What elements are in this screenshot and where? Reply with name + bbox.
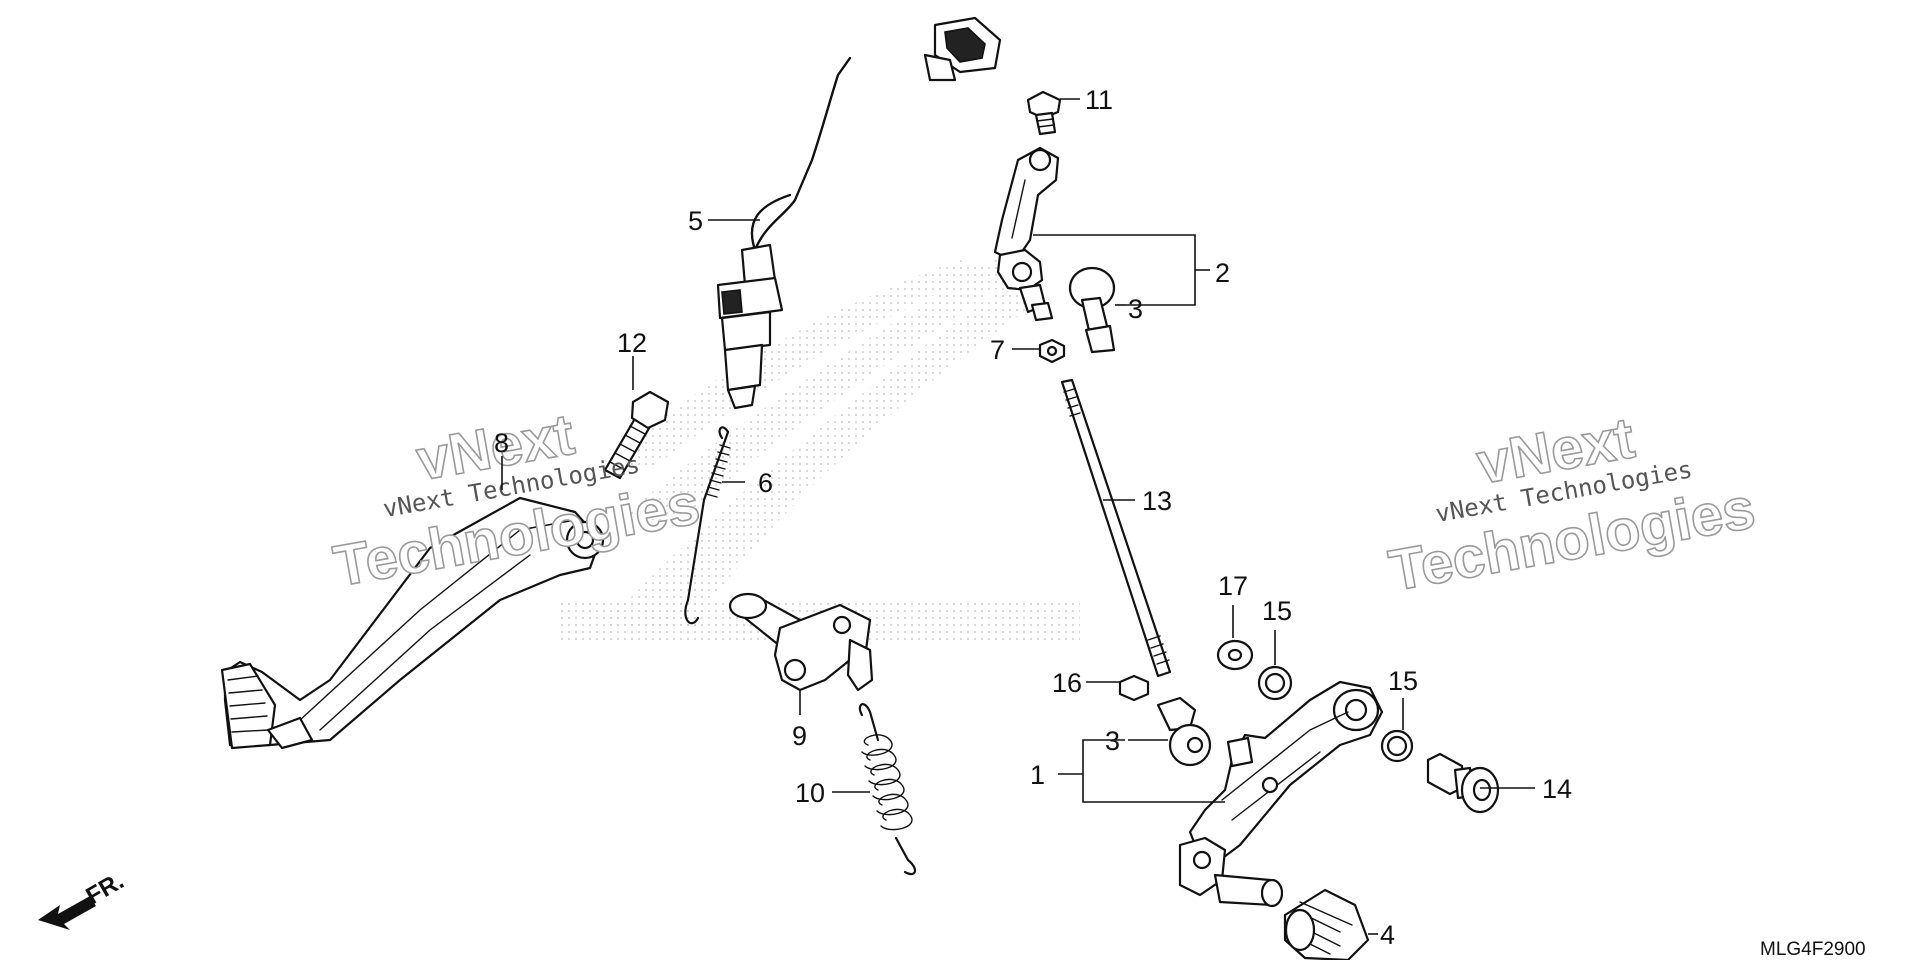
gearshift-pedal-part-1[interactable] [1178,680,1384,908]
part-label-13: 13 [1142,486,1172,516]
part-label-5: 5 [688,206,703,236]
o-ring-part-15-right[interactable] [1380,729,1414,763]
o-ring-part-15-top[interactable] [1257,665,1293,701]
part-label-9: 9 [792,721,807,751]
washer-part-17[interactable] [1216,639,1254,671]
front-direction-arrow: FR. [38,867,128,930]
part-label-12: 12 [617,328,647,358]
part-label-8: 8 [494,428,509,458]
part-label-7: 7 [990,335,1005,365]
part-label-6: 6 [758,468,773,498]
ball-joint-part-3-top[interactable] [1068,266,1116,354]
part-label-14: 14 [1542,774,1572,804]
nut-part-7[interactable] [1038,338,1066,364]
pivot-arm-part-9[interactable] [728,592,874,692]
part-label-15-right: 15 [1388,666,1418,696]
nut-part-16[interactable] [1118,674,1150,702]
part-label-15-top: 15 [1262,596,1292,626]
bolt-part-11[interactable] [1026,90,1062,136]
peg-rubber-part-4[interactable] [1283,888,1370,960]
part-label-17: 17 [1218,571,1248,601]
diagram-code: MLG4F2900 [1760,939,1866,960]
part-label-3-bottom: 3 [1105,726,1120,756]
part-label-10: 10 [795,778,825,808]
brake-pedal-part-8[interactable] [220,496,605,750]
bolt-part-12[interactable] [603,390,670,480]
leader-lines [501,98,1535,935]
watermark-right: vNext vNext Technologies Technologies [1384,404,1761,604]
part-label-11: 11 [1085,85,1113,115]
ball-joint-part-3-bottom[interactable] [1156,696,1212,767]
part-labels: 1 2 3 3 4 5 6 7 8 9 10 11 12 13 14 15 15… [494,85,1572,950]
shift-arm-part-2[interactable] [993,146,1060,322]
spring-part-6[interactable] [684,426,731,625]
spring-part-10[interactable] [858,703,917,876]
tie-rod-part-13[interactable] [1060,378,1172,678]
part-label-16: 16 [1052,668,1082,698]
part-label-2: 2 [1215,258,1230,288]
pivot-bolt-part-14[interactable] [1426,752,1500,814]
part-label-4: 4 [1380,920,1395,950]
switch-cable-part-5[interactable] [716,16,1002,410]
part-label-1: 1 [1030,760,1045,790]
part-label-3-top: 3 [1128,294,1143,324]
